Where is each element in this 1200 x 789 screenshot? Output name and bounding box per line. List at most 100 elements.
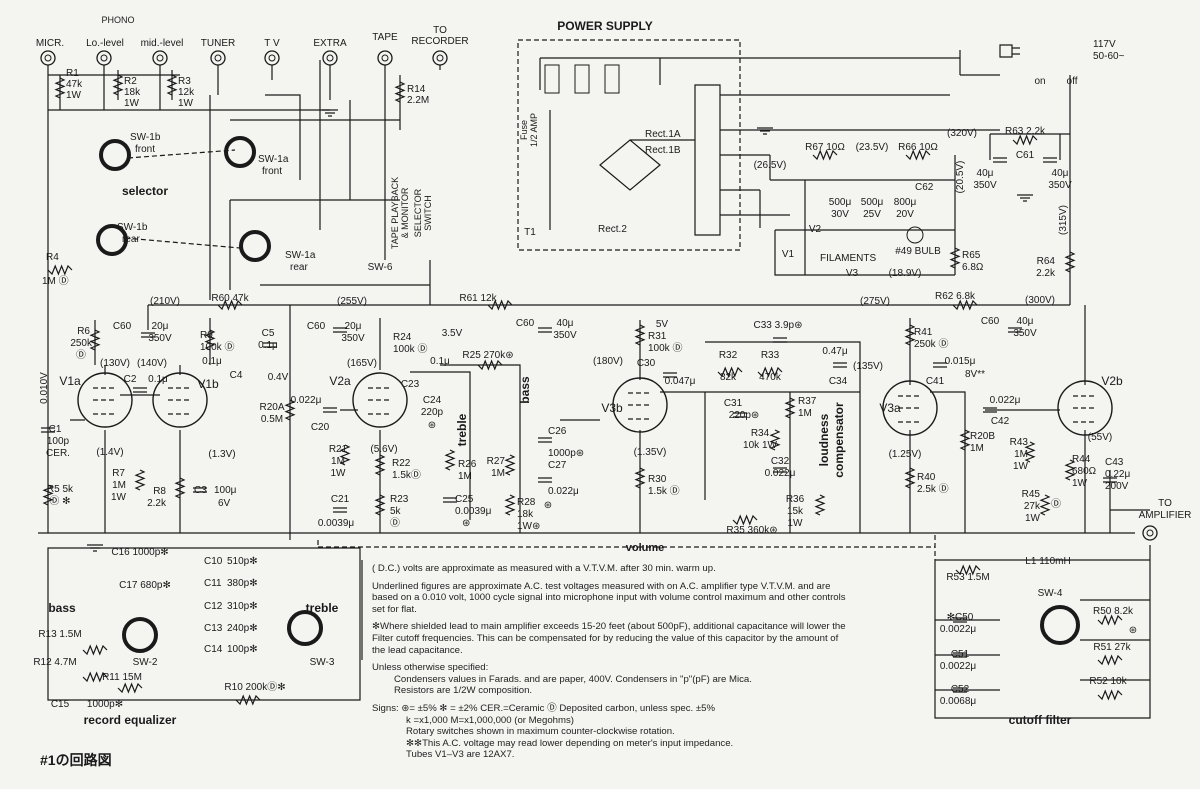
label-c27v: 0.022μ [548, 486, 579, 497]
capacitor [193, 487, 207, 493]
jack-terminal-center [436, 54, 444, 62]
label-r26: R26 [458, 459, 477, 470]
label-r43v: 1M [1014, 449, 1028, 460]
label-v0010: 0.010V [39, 372, 50, 404]
label-r6v: 250k [70, 338, 93, 349]
capacitor [538, 477, 552, 483]
label-c62: C62 [915, 182, 934, 193]
vacuum-tube [352, 372, 408, 428]
label-c4: C4 [230, 370, 243, 381]
label-in-micr: MICR. [36, 38, 64, 49]
note-condensers: Condensers values in Farads. and are pap… [394, 673, 752, 685]
capacitor [443, 497, 457, 503]
resistor [444, 449, 456, 471]
label-r44: R44 [1072, 454, 1091, 465]
label-on: on [1034, 76, 1045, 87]
label-r27v: 1M [491, 468, 505, 479]
label-c43v: 0.22μ [1105, 469, 1130, 480]
label-v235: (23.5V) [856, 142, 889, 153]
label-r45d: Ⓓ [1051, 498, 1061, 510]
label-r6: R6 [77, 326, 90, 337]
note-shielded-3: the lead capacitance. [372, 644, 463, 656]
label-to-rec1: TO [433, 25, 447, 36]
label-r43w: 1W [1013, 461, 1029, 472]
label-c12v: 310p✻ [227, 601, 258, 612]
label-in-lo: Lo.-level [86, 38, 124, 49]
capacitor [41, 427, 55, 433]
label-in-extra: EXTRA [313, 38, 347, 49]
label-c61a: 40μ [977, 168, 994, 179]
label-c62a: 500μ [829, 197, 852, 208]
capacitor [663, 372, 677, 378]
label-ps: POWER SUPPLY [557, 19, 653, 33]
jack-terminal-center [1146, 529, 1154, 537]
label-r5: R5 5k [47, 484, 74, 495]
label-v1f: V1 [782, 249, 795, 260]
label-c60c: C60 [516, 318, 535, 329]
label-r7w: 1W [111, 492, 127, 503]
label-v2a: V2a [329, 374, 351, 388]
tube-grid [368, 387, 392, 415]
label-v35: 3.5V [442, 328, 463, 339]
label-r45w: 1W [1025, 513, 1041, 524]
label-c61b: 350V [973, 180, 997, 191]
label-v165: (165V) [347, 358, 377, 369]
label-c51v: 0.0022μ [940, 661, 977, 672]
label-c20v: 0.022μ [291, 395, 322, 406]
label-v189: (18.9V) [889, 268, 922, 279]
label-bulb: #49 BULB [895, 246, 941, 257]
label-r7: R7 [112, 468, 125, 479]
capacitor [933, 362, 947, 368]
resistor [477, 359, 503, 371]
tube-grid [168, 387, 192, 415]
tube-grid [898, 395, 922, 423]
rotary-switch [224, 136, 256, 168]
label-c25s: ⊛ [462, 518, 470, 529]
label-r24: R24 [393, 332, 412, 343]
label-r3w: 1W [178, 98, 194, 109]
label-c60a2: 350V [148, 333, 172, 344]
label-r35: R35 360k⊛ [726, 525, 777, 536]
label-c25: C25 [455, 494, 474, 505]
rotary-switch [99, 139, 131, 171]
capacitor [733, 412, 747, 418]
label-r3v: 12k [178, 87, 195, 98]
rotary-switch [239, 230, 271, 262]
label-r44w: 1W [1072, 478, 1088, 489]
label-c5: C5 [262, 328, 275, 339]
bulb-icon [906, 226, 924, 244]
label-v1a: V1a [59, 374, 81, 388]
capacitor [538, 327, 552, 333]
label-sw1ar2: rear [290, 262, 308, 273]
label-c60a1: 20μ [152, 321, 169, 332]
label-r14v: 2.2M [407, 95, 429, 106]
label-c21: C21 [331, 494, 350, 505]
label-c60b2: 350V [341, 333, 365, 344]
label-r1: R1 [66, 68, 79, 79]
label-r36: R36 [786, 494, 805, 505]
label-c51: C51 [951, 649, 970, 660]
resistor [112, 74, 124, 96]
label-c5v: 0.1μ [258, 340, 278, 351]
diagram-title: #1の回路図 [40, 752, 112, 768]
label-c3w: 6V [218, 498, 231, 509]
label-c15: C15 [51, 699, 70, 710]
label-treble: treble [455, 413, 469, 446]
note-rotary: Rotary switches shown in maximum counter… [406, 726, 675, 738]
capacitor [133, 387, 147, 393]
label-c60d: C60 [981, 316, 1000, 327]
label-t1: T1 [524, 227, 536, 238]
label-c13v: 240p✻ [227, 623, 258, 634]
tube-grid [1073, 395, 1097, 423]
label-c11v: 380p✻ [227, 578, 258, 589]
label-r13: R13 1.5M [38, 629, 81, 640]
label-r28w: 1W⊛ [517, 521, 540, 532]
label-c0015: 0.015μ [945, 356, 976, 367]
resistor [374, 454, 386, 476]
capacitor [953, 652, 967, 658]
resistor [955, 564, 981, 576]
label-r11: R11 15M [102, 672, 142, 683]
capacitor [993, 157, 1007, 163]
label-r27: R27 [487, 456, 506, 467]
resistor [904, 467, 916, 489]
